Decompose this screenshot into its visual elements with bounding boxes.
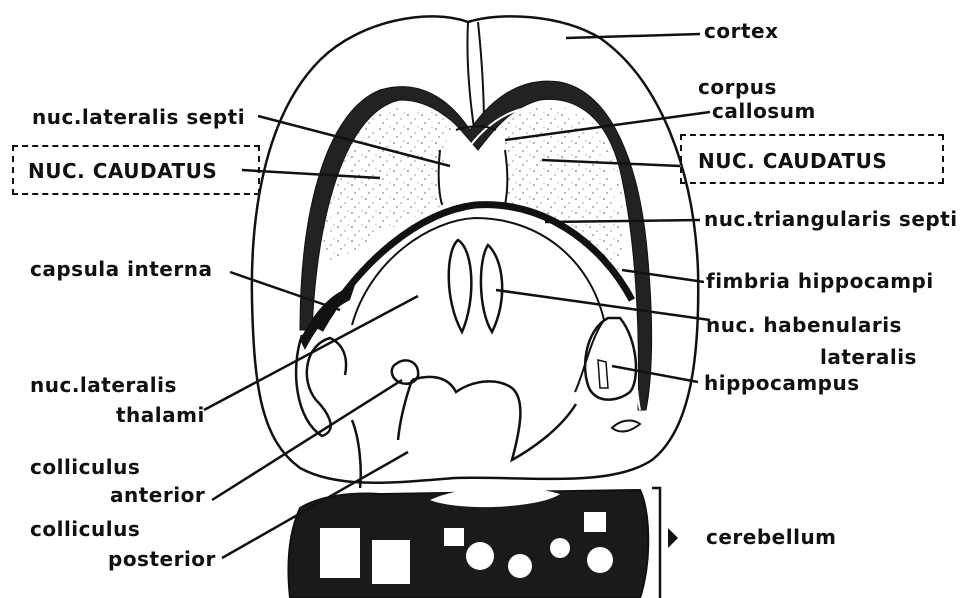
habenular-right [481, 245, 502, 332]
label-anterior: anterior [110, 484, 205, 506]
cerebellum-arrow [668, 528, 678, 548]
label-nuc-triangularis-septi: nuc.triangularis septi [704, 208, 958, 230]
label-nuc-lateralis-septi: nuc.lateralis septi [32, 106, 245, 128]
label-fimbria-hippocampi: fimbria hippocampi [706, 270, 934, 292]
habenular-left [449, 240, 472, 332]
cerebellum-tissue [288, 487, 648, 598]
hippocampus-right [585, 318, 636, 400]
label-posterior: posterior [108, 548, 216, 570]
hippocampus-right-lower [612, 421, 640, 432]
label-nuc-lateralis: nuc.lateralis [30, 374, 177, 396]
label-cortex: cortex [704, 20, 778, 42]
label-nuc-habenularis: nuc. habenularis [706, 314, 902, 336]
label-capsula-interna: capsula interna [30, 258, 212, 280]
label-cerebellum: cerebellum [706, 526, 837, 548]
label-caudatus-left: NUC. CAUDATUS [28, 160, 217, 182]
label-corpus: corpus [698, 76, 777, 98]
hippocampus-right-inner [598, 360, 608, 388]
label-caudatus-right: NUC. CAUDATUS [698, 150, 887, 172]
label-colliculus-2: colliculus [30, 518, 140, 540]
label-hippocampus: hippocampus [704, 372, 860, 394]
label-colliculus-1: colliculus [30, 456, 140, 478]
cerebellum-bracket [652, 488, 660, 598]
label-callosum: callosum [712, 100, 816, 122]
colliculus-anterior-blob [392, 360, 418, 383]
midbrain-outline [352, 377, 576, 488]
leader-lines [204, 34, 710, 558]
label-habenularis-lateralis: lateralis [820, 346, 917, 368]
midline-fissure [467, 22, 484, 128]
label-thalami: thalami [116, 404, 205, 426]
